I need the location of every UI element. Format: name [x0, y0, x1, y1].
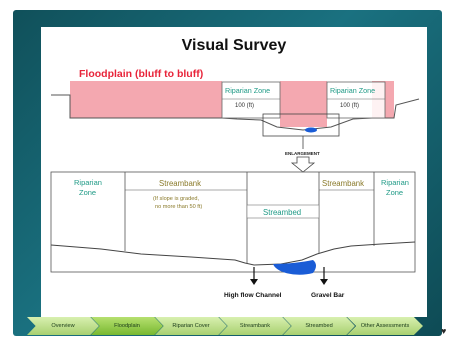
- enlarged-section-frame: [50, 171, 416, 273]
- streambed-label: Streambed: [263, 208, 301, 217]
- nav-item-overview[interactable]: Overview: [27, 317, 99, 335]
- visual-survey-diagram: Floodplain (bluff to bluff) Riparian Zon…: [50, 68, 420, 299]
- section-nav-bar: Overview Floodplain Riparian Cover Strea…: [27, 317, 447, 335]
- riparian-zone-left-box: [221, 81, 281, 119]
- nav-item-streambank[interactable]: Streambank: [219, 317, 291, 335]
- riparian-zone-right-box: [326, 81, 386, 119]
- riparian-zone-right-width: 100 (ft): [340, 103, 359, 109]
- bottom-ground-line: [50, 241, 416, 266]
- nav-item-riparian-cover[interactable]: Riparian Cover: [155, 317, 227, 335]
- gravel-bar-label: Gravel Bar: [311, 292, 345, 299]
- streambank-right-label: Streambank: [322, 179, 364, 188]
- streambank-note-line1: (If slope is graded,: [153, 196, 199, 202]
- high-flow-channel-label: High flow Channel: [224, 292, 282, 299]
- enlargement-box: [262, 113, 340, 137]
- enlargement-arrow: [290, 156, 316, 173]
- riparian-zone-right-label: Riparian Zone: [330, 86, 375, 95]
- riparian-zone-left-label: Riparian Zone: [225, 86, 270, 95]
- riparian-right-label-line1: Riparian: [381, 178, 409, 187]
- slide-title: Visual Survey: [181, 37, 287, 54]
- streambed-box: [246, 204, 320, 219]
- speaker-icon[interactable]: ♥: [441, 326, 447, 336]
- floodplain-label: Floodplain (bluff to bluff): [79, 68, 203, 80]
- top-water: [305, 127, 317, 133]
- enlargement-label: ENLARGEMENT: [285, 151, 320, 156]
- nav-item-streambed[interactable]: Streambed: [283, 317, 355, 335]
- streambank-left-label: Streambank: [159, 179, 201, 188]
- floodplain-left-area: [70, 81, 222, 118]
- channel-water: [273, 260, 316, 275]
- riparian-zone-left-width: 100 (ft): [235, 103, 254, 109]
- riparian-left-label-line2: Zone: [79, 188, 96, 197]
- nav-item-floodplain[interactable]: Floodplain: [91, 317, 163, 335]
- floodplain-center-area: [280, 81, 327, 127]
- top-cross-section-line: [51, 94, 420, 131]
- slide: Visual Survey Floodplain (bluff to bluff…: [41, 27, 427, 317]
- streambank-note-line2: no more than 50 ft): [155, 204, 202, 210]
- riparian-right-label-line2: Zone: [386, 188, 403, 197]
- nav-item-other-assessments[interactable]: Other Assessments: [347, 317, 423, 335]
- riparian-left-label-line1: Riparian: [74, 178, 102, 187]
